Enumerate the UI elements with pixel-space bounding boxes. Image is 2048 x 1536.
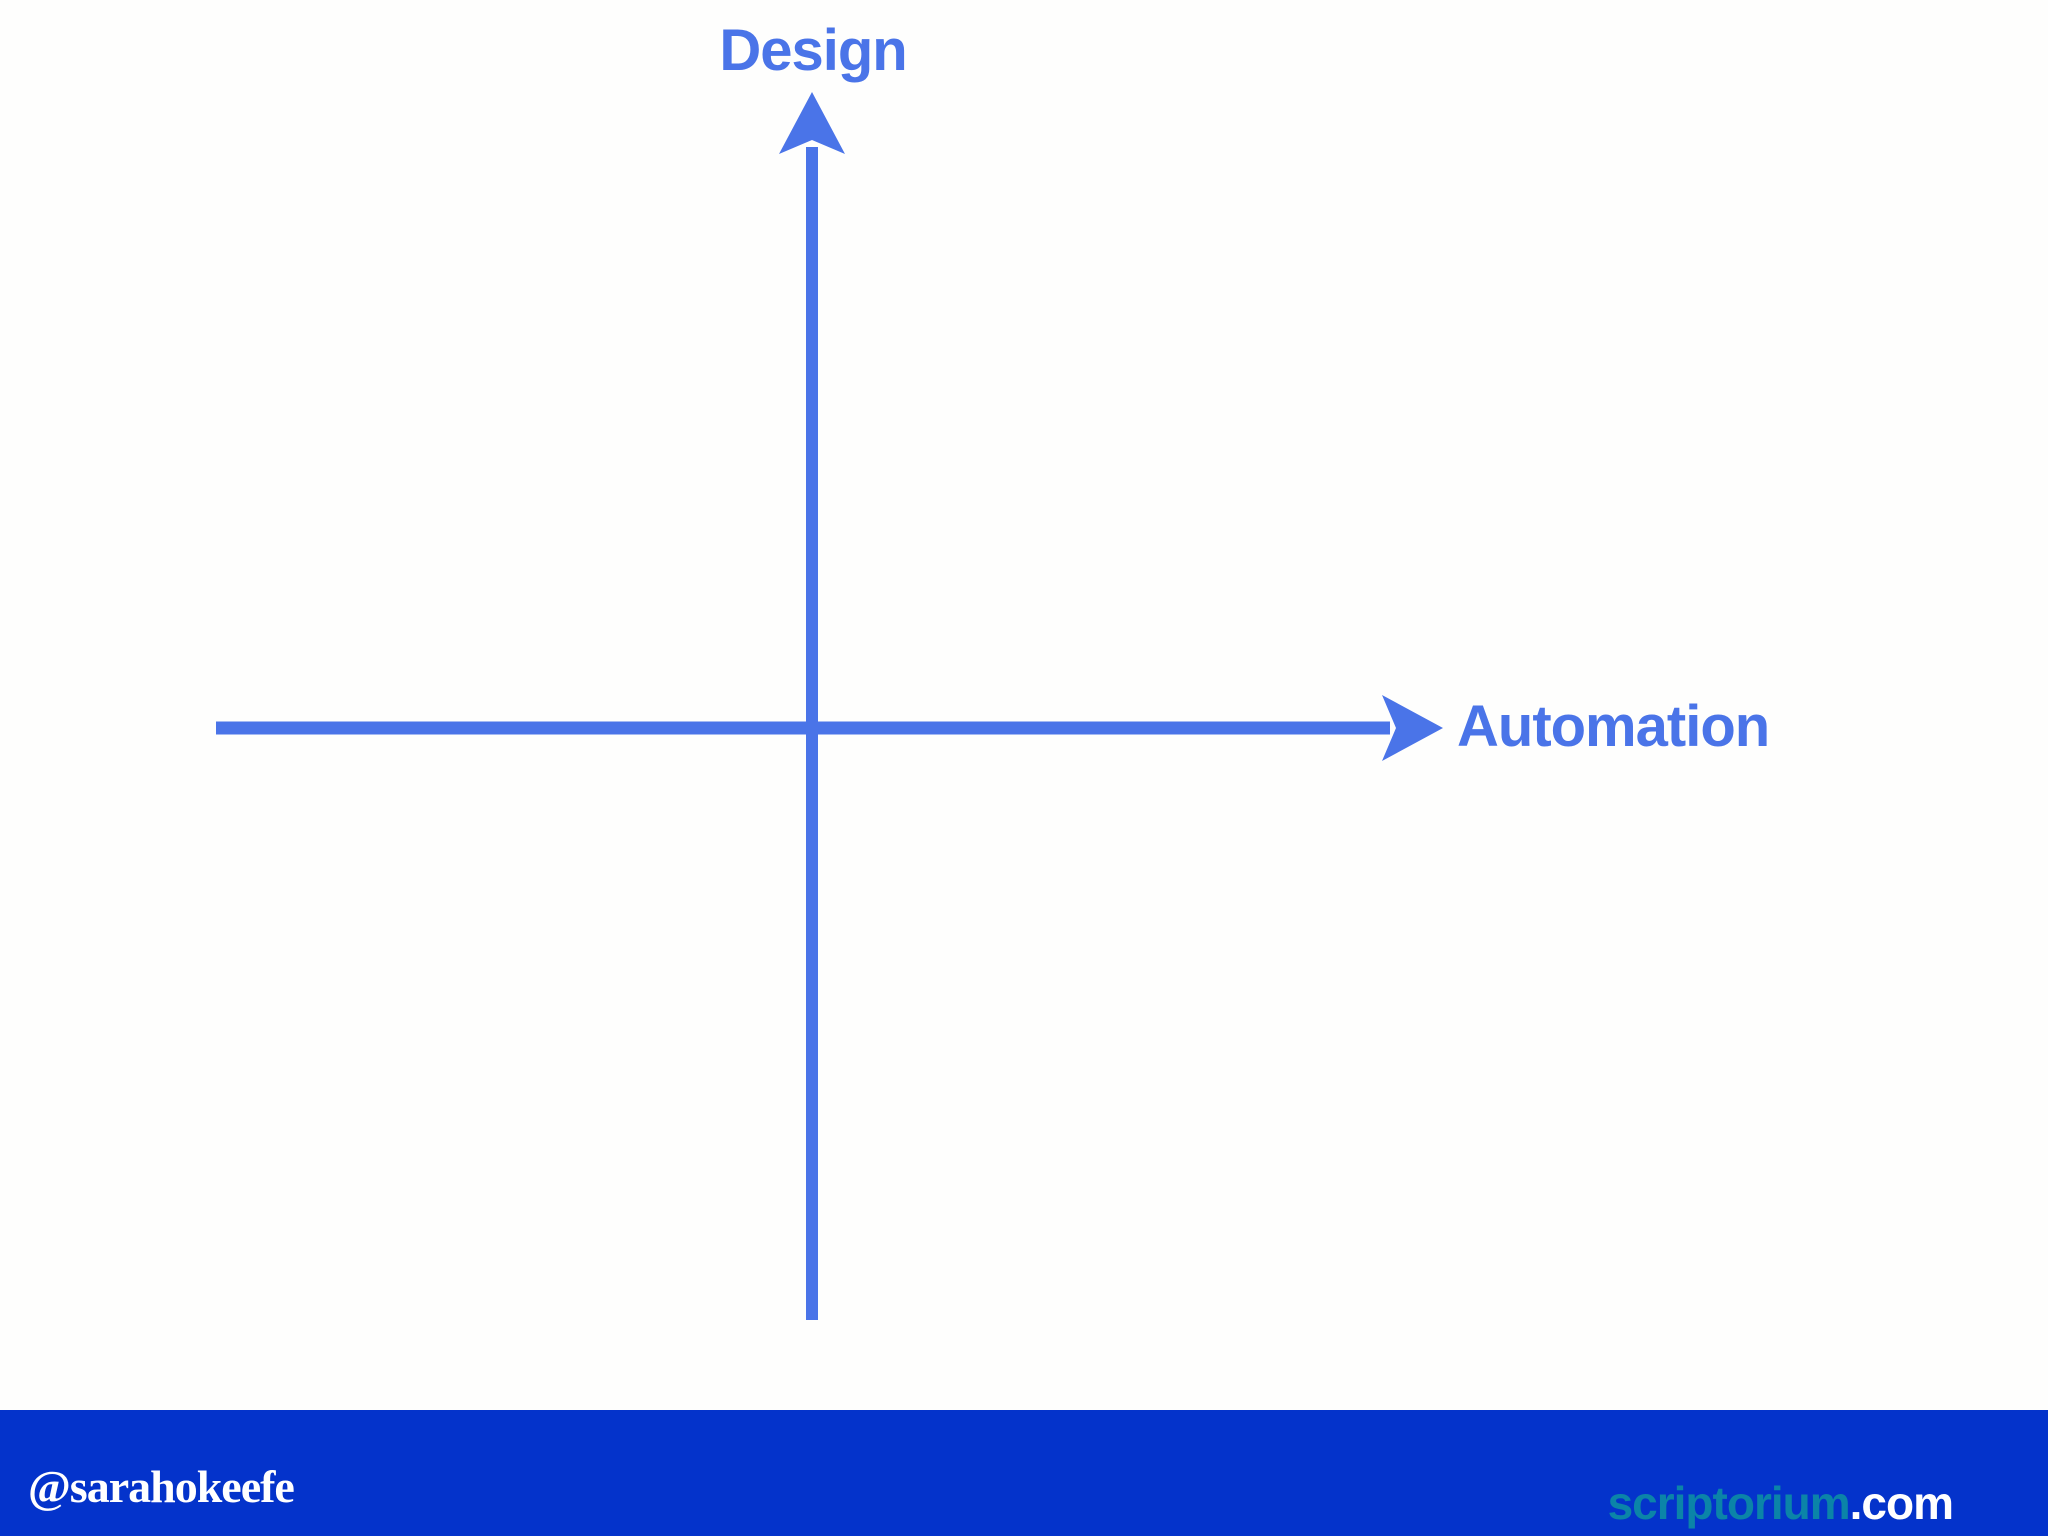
author-handle: @sarahokeefe [28,1461,295,1512]
x-axis-arrow-icon [1382,695,1443,761]
site-tld: .com [1849,1477,1954,1529]
y-axis-label: Design [719,18,907,83]
y-axis-arrow-icon [779,92,845,154]
footer-bar: @sarahokeefe scriptorium.com [0,1410,2048,1536]
x-axis-label: Automation [1457,694,1770,759]
site-name: scriptorium [1607,1477,1851,1529]
site-domain: scriptorium.com [1607,1477,1954,1529]
quadrant-axes [216,92,1443,1320]
slide-canvas: Design Automation [216,18,1771,1320]
